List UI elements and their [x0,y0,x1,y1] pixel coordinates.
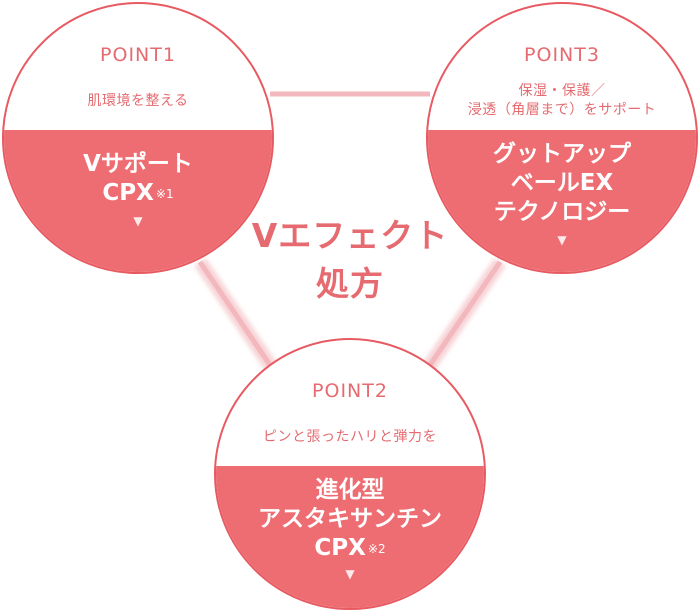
point1-body: Vサポート CPX※1 ▼ [4,130,272,272]
point2-body: 進化型 アスタキサンチン CPX※2 ▼ [216,466,484,608]
down-triangle-icon: ▼ [557,233,567,247]
point3-label: POINT3 [524,44,600,66]
point1-circle: POINT1 肌環境を整える Vサポート CPX※1 ▼ [2,2,274,274]
point1-subtitle: 肌環境を整える [87,93,189,109]
point2-label: POINT2 [312,380,388,402]
connector-right [422,258,506,372]
point1-footnote: ※1 [155,187,174,201]
point3-header: POINT3 保湿・保護／ 浸透（角層まで）をサポート [428,4,696,130]
connector-left [194,258,278,372]
center-title-line-2: 処方 [316,264,384,303]
point2-circle: POINT2 ピンと張ったハリと弾力を 進化型 アスタキサンチン CPX※2 ▼ [214,338,486,610]
point2-footnote: ※2 [367,542,386,556]
down-triangle-icon: ▼ [345,567,355,581]
point1-main: Vサポート CPX※1 [83,151,193,206]
point1-label: POINT1 [100,44,176,66]
point1-header: POINT1 肌環境を整える [4,4,272,130]
point3-body: グットアップ ベールEX テクノロジー ▼ [428,130,696,272]
center-title-line-1: Vエフェクト [251,216,449,255]
point2-subtitle: ピンと張ったハリと弾力を [263,429,437,445]
point3-circle: POINT3 保湿・保護／ 浸透（角層まで）をサポート グットアップ ベールEX… [426,2,698,274]
point2-header: POINT2 ピンと張ったハリと弾力を [216,340,484,466]
center-title: Vエフェクト 処方 [240,212,460,308]
point3-subtitle: 保湿・保護／ 浸透（角層まで）をサポート [467,83,657,118]
point3-main: グットアップ ベールEX テクノロジー [493,141,631,225]
down-triangle-icon: ▼ [133,214,143,228]
point2-main: 進化型 アスタキサンチン CPX※2 [258,477,442,561]
